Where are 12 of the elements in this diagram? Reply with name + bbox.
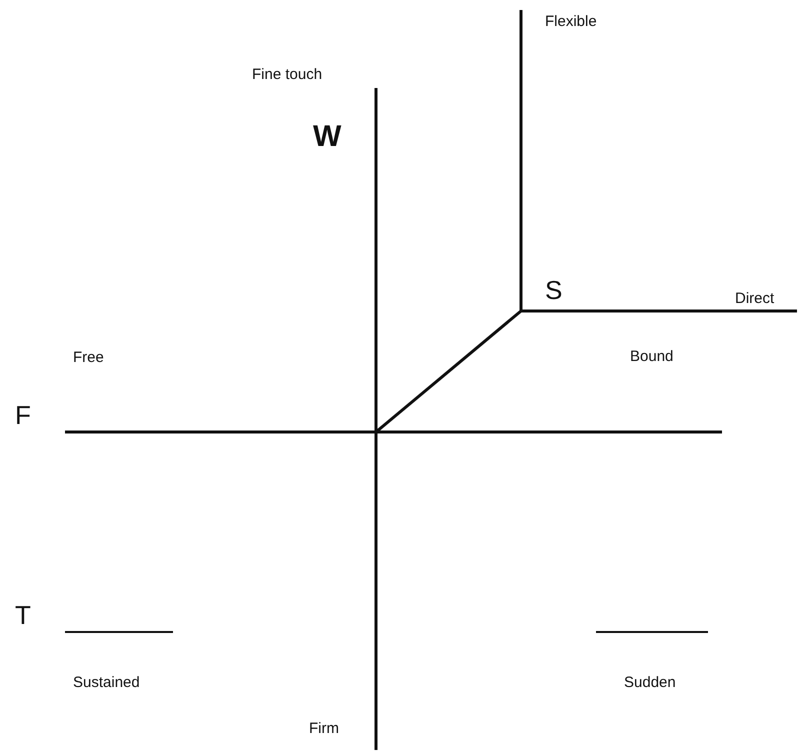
axis-letter: T [15,602,31,628]
axis-letter: S [545,277,562,303]
axis-label: Direct [735,291,774,306]
axis-label: Firm [309,721,339,736]
axis-label: Sudden [624,675,676,690]
axis-label: Fine touch [252,67,322,82]
axis-label: Flexible [545,14,597,29]
axis-letter: F [15,402,31,428]
axis-label: Sustained [73,675,140,690]
axis-label: Free [73,350,104,365]
axis-label: Bound [630,349,674,364]
axis-letter: W [313,122,342,152]
